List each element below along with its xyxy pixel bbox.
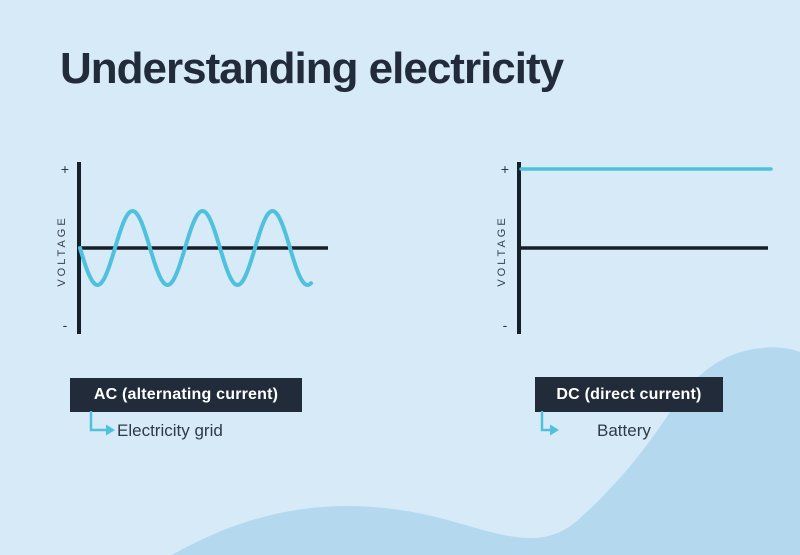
dc-label-text: DC (direct current) (556, 385, 702, 403)
ac-example-label: Electricity grid (117, 421, 223, 440)
ac-minus-tick: - (63, 317, 68, 333)
ac-plus-tick: + (61, 161, 69, 177)
dc-example-label: Battery (597, 421, 651, 440)
dc-elbow-arrow-icon (540, 411, 559, 436)
dc-label-box: DC (direct current) (535, 377, 723, 412)
dc-minus-tick: - (503, 317, 508, 333)
dc-chart: + VOLTAGE - (495, 158, 785, 343)
ac-label-box: AC (alternating current) (70, 378, 302, 412)
ac-chart: + VOLTAGE - (55, 158, 345, 343)
page-title: Understanding electricity (60, 44, 564, 93)
ac-sine-wave (78, 209, 313, 287)
dc-plus-tick: + (501, 161, 509, 177)
ac-label-text: AC (alternating current) (93, 386, 279, 403)
dc-y-axis-label: VOLTAGE (496, 215, 508, 286)
ac-elbow-arrow-icon (89, 411, 115, 436)
ac-y-axis-label: VOLTAGE (56, 215, 68, 286)
